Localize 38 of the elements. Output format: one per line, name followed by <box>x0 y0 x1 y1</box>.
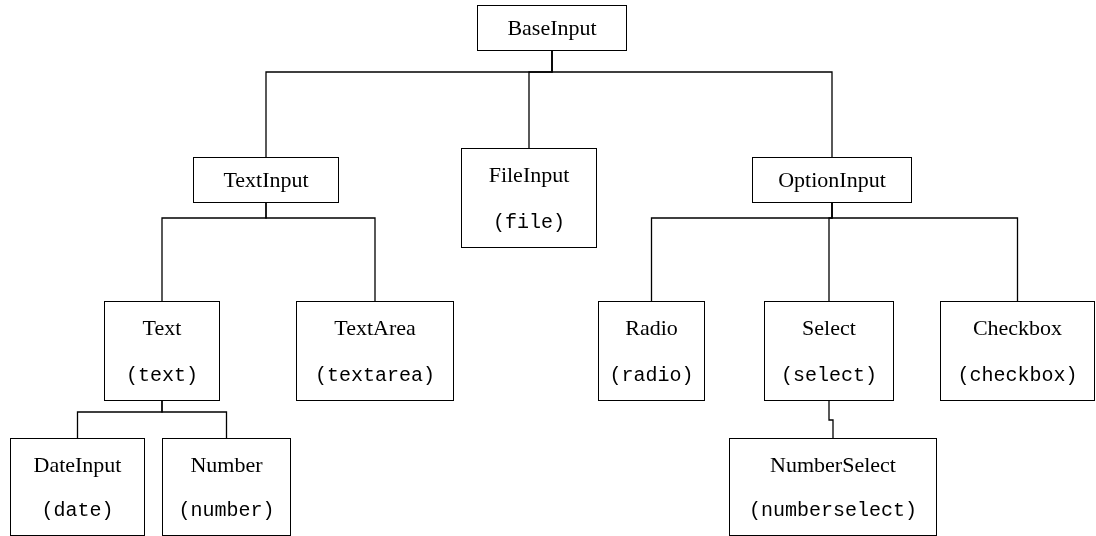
connector-line <box>265 202 376 302</box>
class-name: Checkbox <box>972 315 1063 342</box>
class-name: Text <box>142 315 182 342</box>
class-name: Select <box>802 315 856 342</box>
class-box <box>162 438 291 536</box>
type-name: (textarea) <box>315 363 435 387</box>
connector-line <box>831 202 1019 302</box>
connector-line <box>551 50 833 158</box>
class-name: DateInput <box>33 451 122 478</box>
class-name: BaseInput <box>507 15 597 41</box>
class-name: TextInput <box>223 167 309 193</box>
class-box <box>598 301 705 401</box>
class-box <box>752 157 912 203</box>
type-name: (numberselect) <box>749 499 917 523</box>
connector-line <box>828 400 834 439</box>
class-box <box>764 301 894 401</box>
type-name: (number) <box>178 499 275 523</box>
class-name: OptionInput <box>778 167 886 193</box>
class-name: NumberSelect <box>770 451 896 478</box>
type-name: (select) <box>781 363 877 387</box>
class-box <box>10 438 145 536</box>
class-box <box>104 301 220 401</box>
connector-line <box>161 400 228 439</box>
class-box <box>193 157 339 203</box>
type-name: (radio) <box>609 363 694 387</box>
type-name: (file) <box>493 210 565 234</box>
type-name: (text) <box>126 363 198 387</box>
class-box <box>729 438 937 536</box>
class-box <box>461 148 597 248</box>
class-box <box>477 5 627 51</box>
class-name: Number <box>190 451 263 478</box>
type-name: (checkbox) <box>957 363 1078 387</box>
class-box <box>940 301 1095 401</box>
type-name: (date) <box>41 499 114 523</box>
class-name: Radio <box>625 315 678 342</box>
class-box <box>296 301 454 401</box>
class-name: TextArea <box>334 315 416 342</box>
class-name: FileInput <box>488 162 570 189</box>
